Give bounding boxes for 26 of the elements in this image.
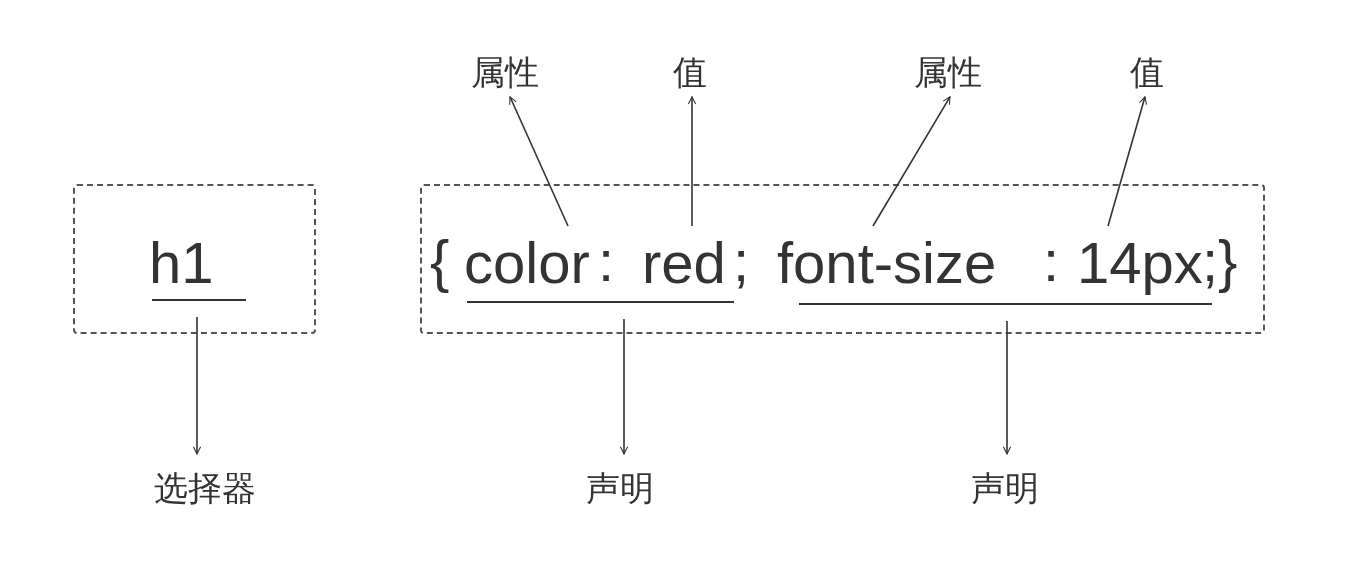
- code-token: red: [642, 234, 726, 292]
- code-token: color: [464, 234, 590, 292]
- arrow: [619, 318, 629, 455]
- arrow: [509, 96, 569, 227]
- arrow: [687, 96, 697, 227]
- arrow: [1107, 96, 1147, 227]
- colon-text: :: [1043, 232, 1060, 290]
- label-text: 声明: [971, 468, 1039, 509]
- label-text: 声明: [586, 468, 654, 509]
- underline: [799, 303, 1212, 305]
- code-token: h1: [149, 234, 214, 292]
- underline: [467, 301, 734, 303]
- label-text: 属性: [914, 52, 982, 93]
- label-text: 值: [1130, 52, 1164, 93]
- label-text: 属性: [471, 52, 539, 93]
- underline: [152, 299, 246, 301]
- label-text: 选择器: [154, 468, 256, 509]
- colon-text: :: [598, 232, 615, 290]
- dashed-box: [420, 184, 1265, 334]
- semicolon-text: ;: [733, 232, 750, 290]
- label-text: 值: [673, 52, 707, 93]
- arrow: [872, 96, 951, 227]
- arrow: [1002, 320, 1012, 455]
- dashed-box: [73, 184, 316, 334]
- code-token: font-size: [777, 234, 997, 292]
- arrow: [192, 316, 202, 455]
